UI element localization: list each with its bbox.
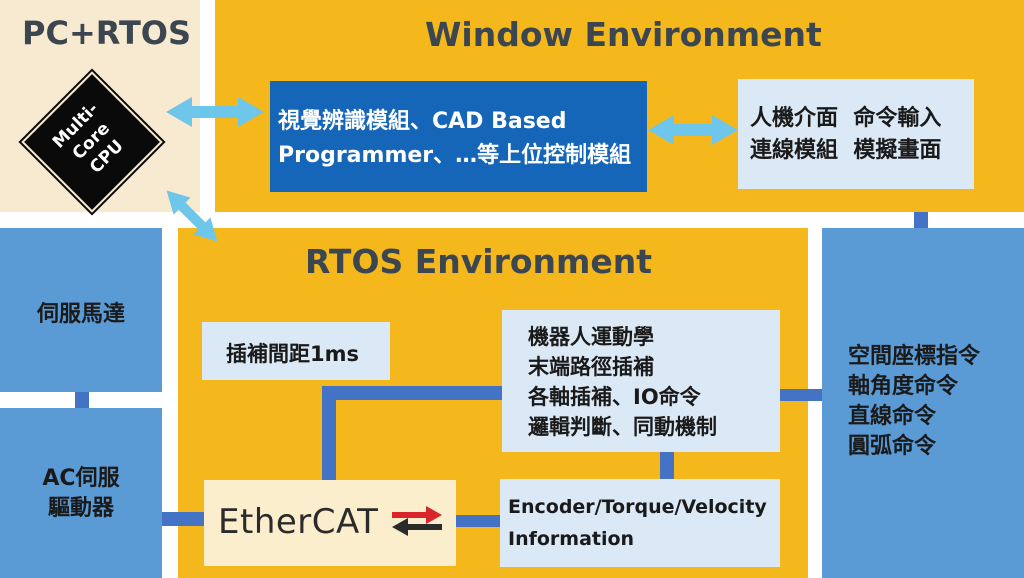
connector-servo-drive: [75, 392, 89, 408]
ethercat-logo: EtherCAT: [218, 502, 442, 546]
arrow-cpu-window: [166, 97, 264, 127]
connector-bus-horizontal: [322, 386, 502, 400]
interpolation-interval-text: 插補間距1ms: [226, 342, 359, 366]
servo-motor-label: 伺服馬達: [36, 302, 125, 327]
connector-kinematics-encoder: [660, 450, 674, 480]
window-environment-title: Window Environment: [425, 15, 822, 54]
arrow-cpu-rtos: [166, 190, 218, 242]
kinematics-box: 機器人運動學 末端路徑插補 各軸插補、IO命令 邏輯判斷、同動機制: [502, 310, 780, 452]
interpolation-interval-box: 插補間距1ms: [202, 322, 390, 380]
ethercat-logo-box: EtherCAT: [204, 480, 456, 566]
encoder-info-text: Encoder/Torque/Velocity Information: [508, 496, 767, 550]
servo-motor-panel: [0, 228, 162, 392]
ac-drive-panel: [0, 408, 162, 578]
upper-control-module-box: 視覺辨識模組、CAD Based Programmer、…等上位控制模組: [270, 81, 647, 192]
commands-panel: [822, 228, 1024, 578]
pc-rtos-title: PC+RTOS: [22, 14, 192, 52]
connector-drive-ethercat: [162, 512, 204, 526]
connector-bus-vertical: [322, 386, 336, 480]
connector-kinematics-commands: [778, 389, 822, 401]
rtos-environment-title: RTOS Environment: [305, 242, 653, 281]
commands-list: 空間座標指令 軸角度命令 直線命令 圓弧命令: [848, 344, 981, 459]
connector-window-commands: [914, 212, 928, 228]
connector-ethercat-encoder: [456, 515, 500, 527]
ethercat-arrows-icon: [392, 506, 442, 536]
hmi-box: 人機介面 命令輸入 連線模組 模擬畫面: [738, 79, 974, 189]
ac-servo-drive-label: AC伺服 驅動器: [42, 466, 120, 521]
arrow-upper-hmi: [648, 115, 738, 145]
encoder-info-box: Encoder/Torque/Velocity Information: [500, 479, 780, 567]
upper-control-module-text: 視覺辨識模組、CAD Based Programmer、…等上位控制模組: [278, 109, 632, 168]
kinematics-text: 機器人運動學 末端路徑插補 各軸插補、IO命令 邏輯判斷、同動機制: [528, 325, 717, 439]
hmi-text: 人機介面 命令輸入 連線模組 模擬畫面: [750, 106, 942, 163]
ethercat-logo-text: EtherCAT: [218, 502, 379, 542]
